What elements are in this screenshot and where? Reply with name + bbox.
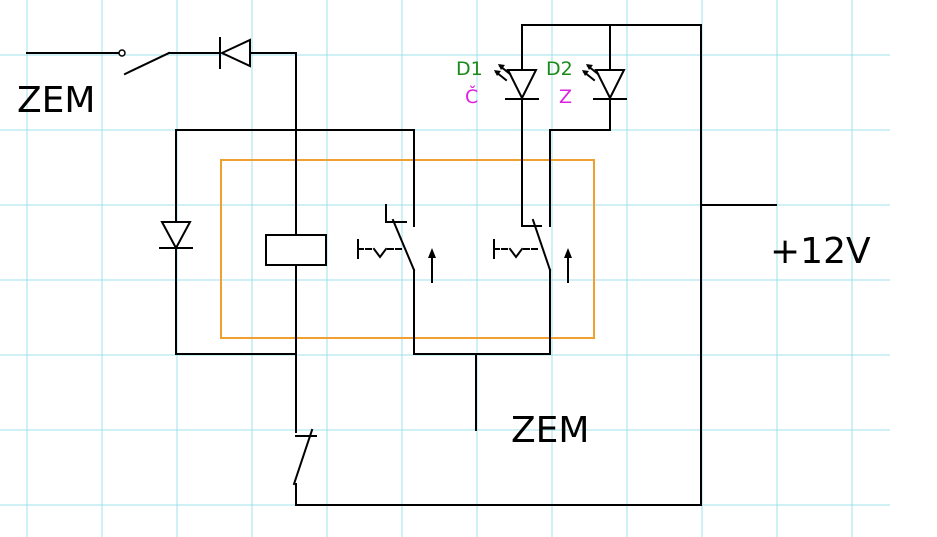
- bottom-switch: [292, 428, 317, 506]
- ground-label-bottom: ZEM: [511, 410, 590, 451]
- relay-enclosure: [220, 159, 595, 339]
- input-switch: [26, 49, 221, 76]
- relay-contact-1: [357, 129, 436, 355]
- supply-rail: [295, 24, 777, 506]
- grid: [0, 0, 890, 537]
- supply-label: +12V: [770, 231, 871, 272]
- led-d1: [494, 24, 539, 101]
- d2-label: D2: [546, 58, 573, 80]
- relay-contact-2: [493, 99, 572, 355]
- d1-label: D1: [456, 58, 483, 80]
- ground-bus: [413, 353, 551, 431]
- relay-coil: [265, 52, 327, 433]
- d2-color-label: Z: [559, 86, 573, 108]
- diode-top: [219, 37, 297, 69]
- flyback-diode: [159, 129, 415, 355]
- ground-label-left: ZEM: [17, 80, 96, 121]
- d1-color-label: Č: [465, 86, 479, 108]
- led-d2: [549, 24, 627, 131]
